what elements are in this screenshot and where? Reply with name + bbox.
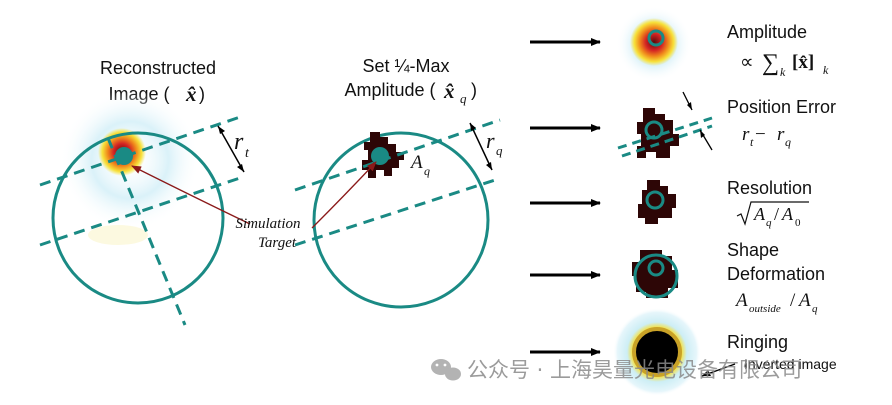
- simulation-label-line1: Simulation: [235, 216, 300, 232]
- dashed-axis-5: [294, 178, 496, 247]
- reconstructed-image-panel: Reconstructed Image ( x̂ ) r t Simulatio…: [39, 58, 301, 326]
- shape-deformation-thumbnail: [632, 250, 679, 299]
- metric-resolution-a-sub: q: [766, 217, 772, 229]
- metric-shape-name-line1: Shape: [727, 240, 779, 260]
- metric-position-error-b-sub: q: [785, 135, 791, 149]
- metric-amplitude-sum-sub: k: [780, 65, 786, 79]
- metric-ringing-note: Inverted image: [744, 356, 837, 372]
- position-error-dashed-2: [621, 124, 713, 158]
- radius-rq-arrowhead-top: [470, 123, 476, 131]
- metric-position-error-a-sub: t: [750, 135, 754, 149]
- flow-arrows: [530, 38, 601, 356]
- position-error-thumbnail: [617, 91, 713, 158]
- quartermax-title-sub: q: [460, 91, 467, 106]
- metric-ringing-name: Ringing: [727, 332, 788, 352]
- metric-amplitude: Amplitude ∝ ∑ k [x̂] k: [727, 22, 829, 79]
- quartermax-title-line2: Amplitude (: [344, 80, 435, 100]
- reconstructed-title-var: x̂: [185, 82, 197, 106]
- faint-yellow-patch: [88, 225, 148, 245]
- amplitude-hot-spot: [630, 18, 678, 66]
- metric-position-error: Position Error r t − r q: [727, 97, 836, 149]
- simulation-target-pointer-left: [131, 165, 251, 225]
- radius-rt-sub: t: [245, 146, 250, 161]
- metric-amplitude-body-sub: k: [823, 63, 829, 77]
- radius-rt-arrow: [217, 125, 245, 173]
- radius-rq-sub: q: [496, 143, 503, 158]
- watermark-text: 公众号 · 上海昊量光电设备有限公司: [467, 358, 802, 382]
- metric-resolution-op: /: [774, 204, 779, 224]
- inverted-image-pointer-head: [702, 370, 711, 376]
- quarter-max-panel: Set ¼-Max Amplitude ( x̂ q ) A q r q: [294, 56, 503, 309]
- quartermax-title-var: x̂: [443, 79, 455, 103]
- shape-deformation-circle: [633, 253, 679, 299]
- metric-resolution: Resolution A q / A 0: [727, 178, 812, 229]
- resolution-blob: [638, 180, 676, 224]
- shape-deformation-target-marker: [647, 259, 665, 277]
- quartermax-title-close: ): [471, 80, 477, 100]
- amplitude-target-marker: [647, 29, 665, 47]
- position-error-dashed-1: [617, 116, 713, 150]
- dashed-axis-3: [106, 137, 187, 326]
- metric-amplitude-prefix: ∝: [740, 52, 754, 73]
- reconstructed-boundary-circle: [51, 131, 225, 305]
- metric-position-error-name: Position Error: [727, 97, 836, 117]
- metric-shape-a-sub: outside: [749, 303, 781, 315]
- metric-shape-name-line2: Deformation: [727, 264, 825, 284]
- radius-rt-arrowhead-bottom: [237, 164, 244, 172]
- resolution-target-marker: [645, 190, 665, 210]
- resolution-thumbnail: [638, 180, 676, 224]
- quartermax-title-line1: Set ¼-Max: [362, 56, 449, 76]
- metric-position-error-b: r: [777, 124, 785, 145]
- radius-rt-symbol: r: [234, 129, 244, 155]
- metric-shape-a: A: [734, 290, 748, 311]
- position-error-arrowhead-bottom: [700, 130, 705, 138]
- metric-shape-b-sub: q: [812, 303, 818, 315]
- metric-resolution-sqrt: [736, 201, 809, 226]
- reconstructed-title-close: ): [199, 84, 205, 104]
- metric-shape-op: /: [790, 290, 796, 311]
- area-aq-symbol: A: [409, 152, 423, 173]
- metric-resolution-b: A: [781, 204, 794, 224]
- quartermax-target-marker: [371, 147, 389, 165]
- metric-ringing: Ringing Inverted image: [727, 332, 837, 372]
- ringing-inverted-core: [632, 327, 682, 377]
- metric-amplitude-name: Amplitude: [727, 22, 807, 42]
- metric-amplitude-body: [x̂]: [792, 52, 814, 73]
- quartermax-boundary-circle: [312, 131, 490, 309]
- metric-resolution-name: Resolution: [727, 178, 812, 198]
- metric-position-error-a: r: [742, 124, 750, 145]
- simulation-target-pointer-middle: [311, 161, 377, 229]
- reconstructed-title-line1: Reconstructed: [100, 58, 216, 78]
- dashed-axis-4: [294, 118, 501, 192]
- metric-position-error-op: −: [755, 124, 766, 145]
- radius-rq-symbol: r: [486, 128, 495, 153]
- metric-shape-deformation: Shape Deformation A outside / A q: [727, 240, 825, 315]
- radius-rt-arrowhead-top: [218, 126, 225, 134]
- radius-rq-arrow: [469, 122, 493, 171]
- simulation-label-line2: Target: [258, 235, 297, 251]
- wechat-icon: [431, 359, 461, 381]
- position-error-arrowhead-top: [687, 102, 692, 110]
- ringing-thumbnail: [613, 308, 736, 396]
- metric-resolution-a: A: [753, 204, 766, 224]
- metric-amplitude-sum: ∑: [762, 50, 779, 76]
- position-error-blob: [637, 108, 679, 158]
- radius-rq-arrowhead-bottom: [486, 162, 492, 170]
- amplitude-thumbnail: [616, 6, 692, 82]
- target-marker: [115, 147, 133, 165]
- watermark: 公众号 · 上海昊量光电设备有限公司: [431, 358, 802, 382]
- area-aq-sub: q: [424, 164, 430, 178]
- metric-resolution-b-sub: 0: [795, 217, 801, 229]
- metric-shape-b: A: [797, 290, 811, 311]
